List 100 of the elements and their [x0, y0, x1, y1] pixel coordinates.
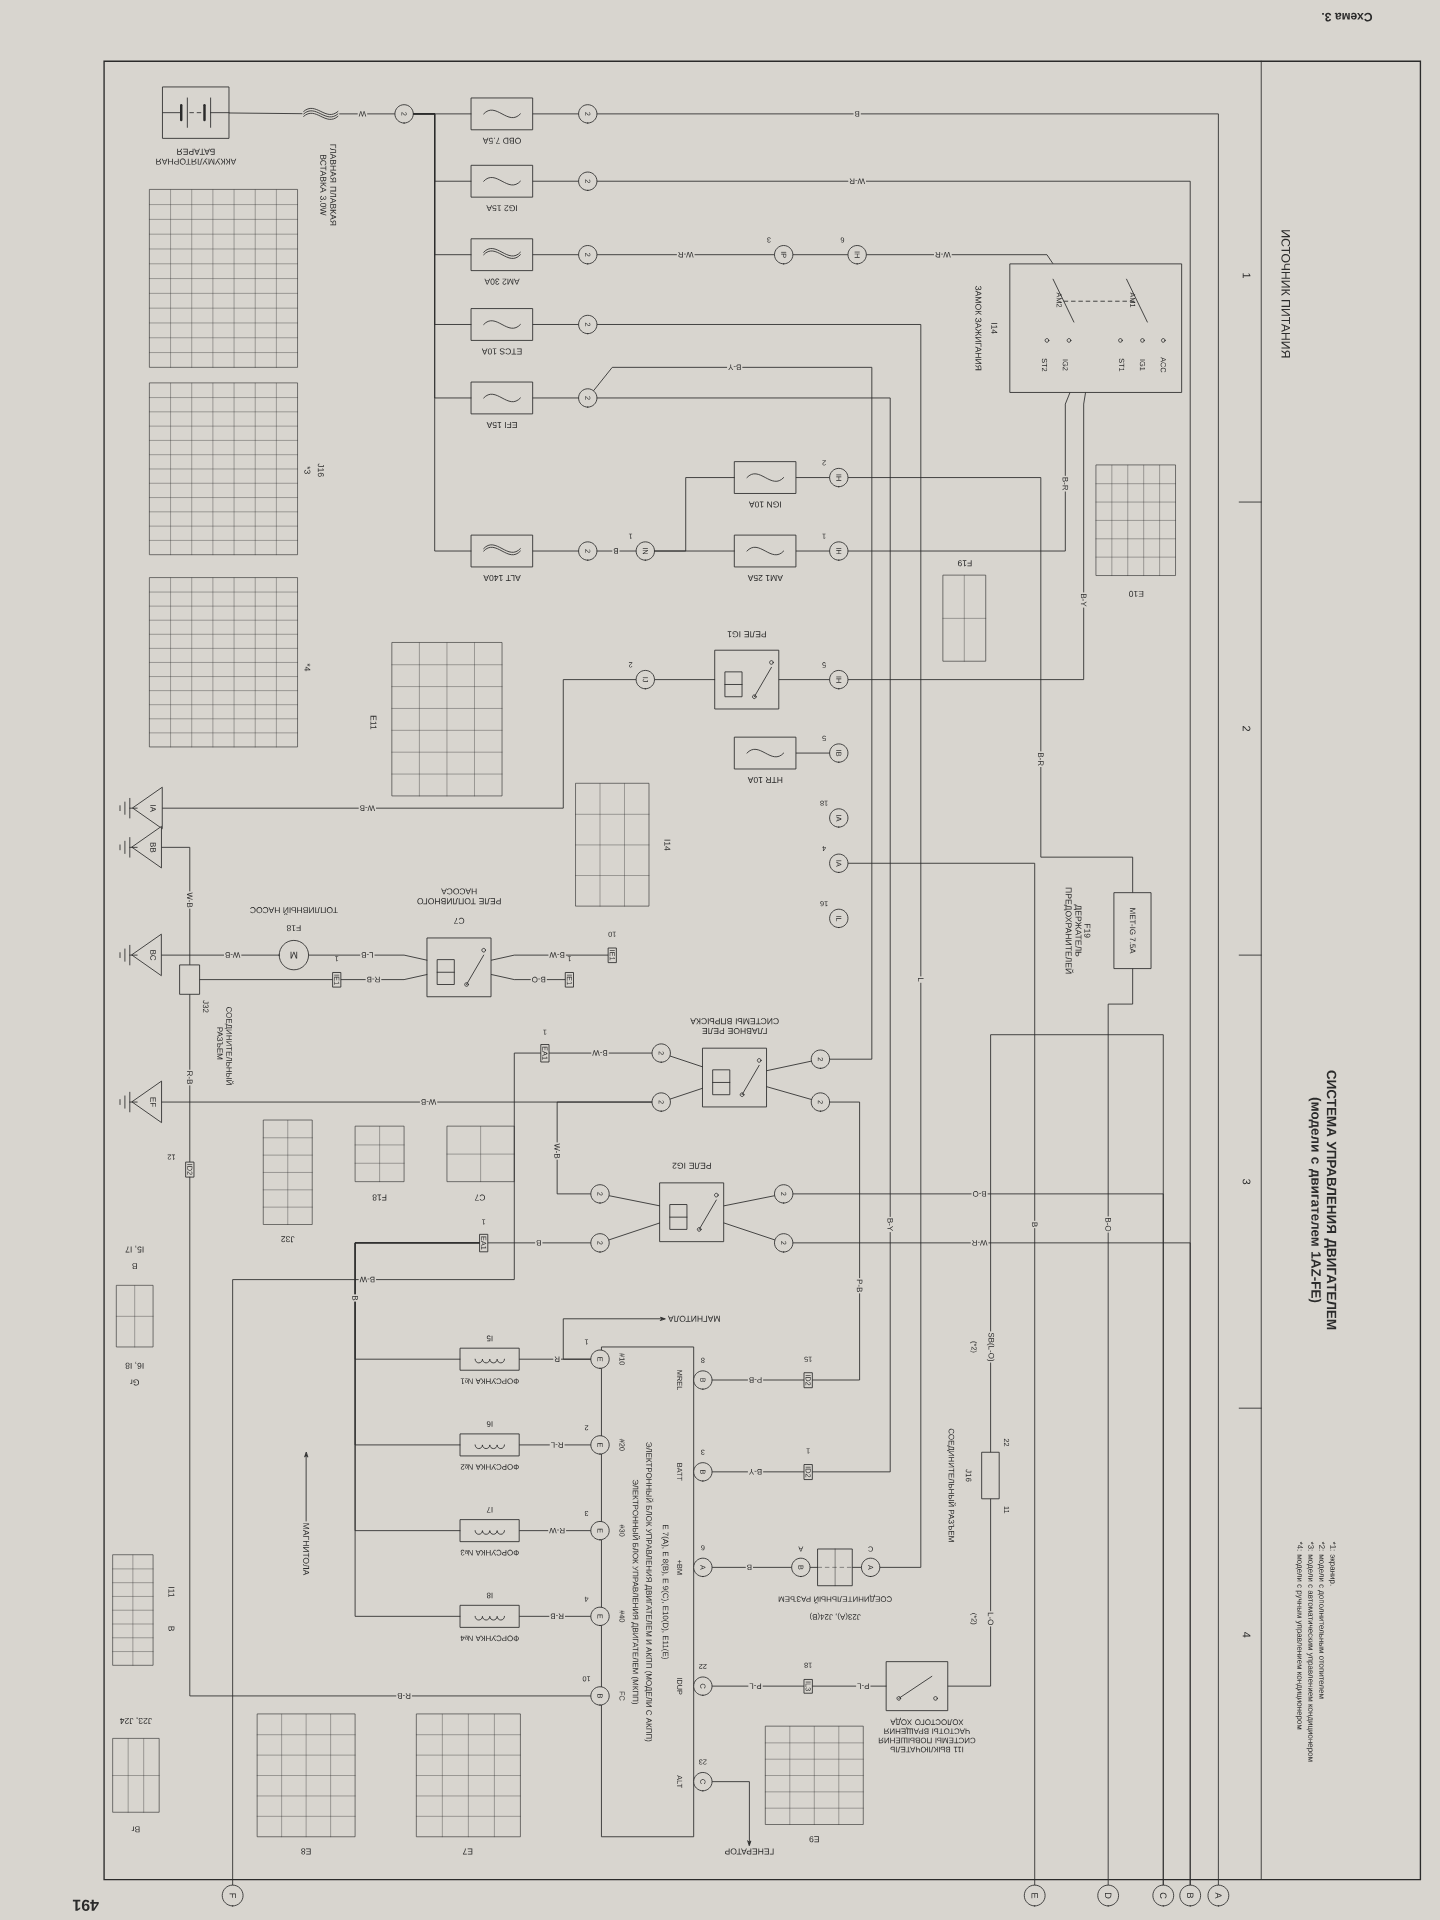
wire: [766, 1060, 812, 1072]
wire: [491, 974, 566, 981]
wire: [340, 974, 428, 981]
label: I6, I8: [125, 1361, 144, 1369]
component-label: ГЛАВНОЕ РЕЛЕ СИСТЕМЫ ВПРЫСКА: [690, 1018, 779, 1035]
wire: [847, 862, 1036, 1886]
fuse-label: ETCS 10A: [481, 348, 522, 355]
wire: [549, 1052, 653, 1054]
label: J23, J24: [120, 1716, 152, 1724]
wire: [812, 1685, 887, 1687]
wire: [712, 1566, 792, 1568]
pin-number: F18: [286, 925, 301, 932]
arrow: [562, 1316, 666, 1360]
wire: [810, 1566, 818, 1568]
wire: [1107, 968, 1134, 1886]
wire: [487, 1242, 591, 1244]
arrow: [304, 1451, 309, 1522]
zone-number: 2: [1242, 726, 1251, 732]
component-id: I14: [991, 323, 998, 334]
label: I14: [664, 839, 671, 851]
label: C7: [474, 1194, 486, 1201]
wire: [532, 550, 579, 552]
arrow: [712, 1781, 752, 1846]
off-page-connector: C: [1152, 1884, 1175, 1907]
wire: [354, 1242, 480, 1617]
wire: [778, 679, 830, 681]
wire: [161, 954, 280, 956]
component-label: ТОПЛИВНЫЙ НАСОС: [250, 907, 338, 915]
page-heading: Схема 3.: [1322, 12, 1373, 22]
pin-number: F19: [1084, 923, 1091, 938]
wire: [229, 112, 303, 115]
wire: [596, 254, 775, 256]
wire: [608, 1222, 660, 1241]
label: I5, I7: [125, 1245, 144, 1253]
label: E8: [301, 1848, 311, 1855]
component-label: РЕЛЕ ТОПЛИВНОГО НАСОСА: [417, 888, 501, 905]
wire: [189, 994, 191, 1163]
label: *4: [304, 663, 311, 672]
wire: [812, 1101, 861, 1381]
wire: [162, 679, 637, 809]
destination-label: МАГНИТОЛА: [303, 1523, 310, 1576]
wire: [519, 1444, 591, 1446]
wire: [532, 113, 579, 115]
wire: [532, 324, 579, 325]
label: E11: [370, 715, 377, 730]
wire: [795, 477, 830, 478]
wire: [847, 392, 1071, 552]
wire: [532, 180, 579, 182]
page-heading: 491: [72, 1899, 99, 1911]
component-label: C7: [454, 917, 465, 924]
wire: [189, 1176, 591, 1697]
wire: [723, 1195, 775, 1207]
fuse-label: AM1 25A: [747, 574, 783, 581]
label: *3: [304, 466, 311, 474]
page-heading: ИСТОЧНИК ПИТАНИЯ: [1281, 230, 1291, 358]
off-page-connector: D: [1097, 1884, 1119, 1907]
wire: [654, 477, 735, 552]
zone-number: 1: [1242, 273, 1251, 279]
fuse-label: IG2 15A: [486, 205, 517, 212]
wire: [596, 324, 922, 1568]
wire: [609, 1195, 660, 1207]
wire: [413, 113, 472, 552]
destination-label: МАГНИТОЛА: [668, 1315, 720, 1322]
wire: [847, 392, 1086, 681]
diagram-title: СИСТЕМА УПРАВЛЕНИЯ ДВИГАТЕЛЕМ (модели с двигателем 1AZ-FE): [1308, 1070, 1337, 1330]
wire: [596, 550, 637, 552]
wire: [532, 397, 579, 399]
component-label: АККУМУЛЯТОРНАЯ БАТАРЕЯ: [156, 148, 237, 165]
wire: [712, 1685, 804, 1687]
off-page-connector: F: [221, 1884, 244, 1907]
label: B: [132, 1263, 137, 1270]
wire: [199, 979, 333, 981]
wire: [669, 1055, 703, 1068]
fuse-label: IGN 10A: [748, 501, 781, 508]
component-label: РЕЛЕ IG1: [727, 631, 766, 638]
label: J32: [281, 1236, 295, 1243]
off-page-connector: A: [1207, 1884, 1230, 1907]
wire: [847, 477, 1134, 893]
wire: [232, 1052, 541, 1886]
wire: [866, 254, 1054, 264]
label: E10: [1129, 590, 1144, 597]
wire: [519, 1530, 591, 1532]
label: Br: [131, 1826, 140, 1833]
component-label: РЕЛЕ IG2: [672, 1162, 711, 1169]
wire: [712, 1379, 804, 1381]
label: B: [168, 1626, 175, 1631]
label: F19: [957, 560, 972, 567]
wire: [795, 752, 830, 754]
wire: [947, 1498, 992, 1687]
label: E9: [809, 1836, 819, 1843]
destination-label: ГЕНЕРАТОР: [725, 1848, 774, 1855]
fuse-label: EFI 15A: [486, 421, 517, 428]
wire: [532, 254, 579, 256]
wire: [766, 1086, 812, 1100]
wire: [161, 846, 191, 965]
fuse-label: HTR 10A: [747, 777, 783, 784]
wire: [852, 1566, 862, 1568]
zone-number: 3: [1242, 1179, 1251, 1185]
wire: [990, 1034, 1164, 1886]
wire: [308, 954, 428, 961]
